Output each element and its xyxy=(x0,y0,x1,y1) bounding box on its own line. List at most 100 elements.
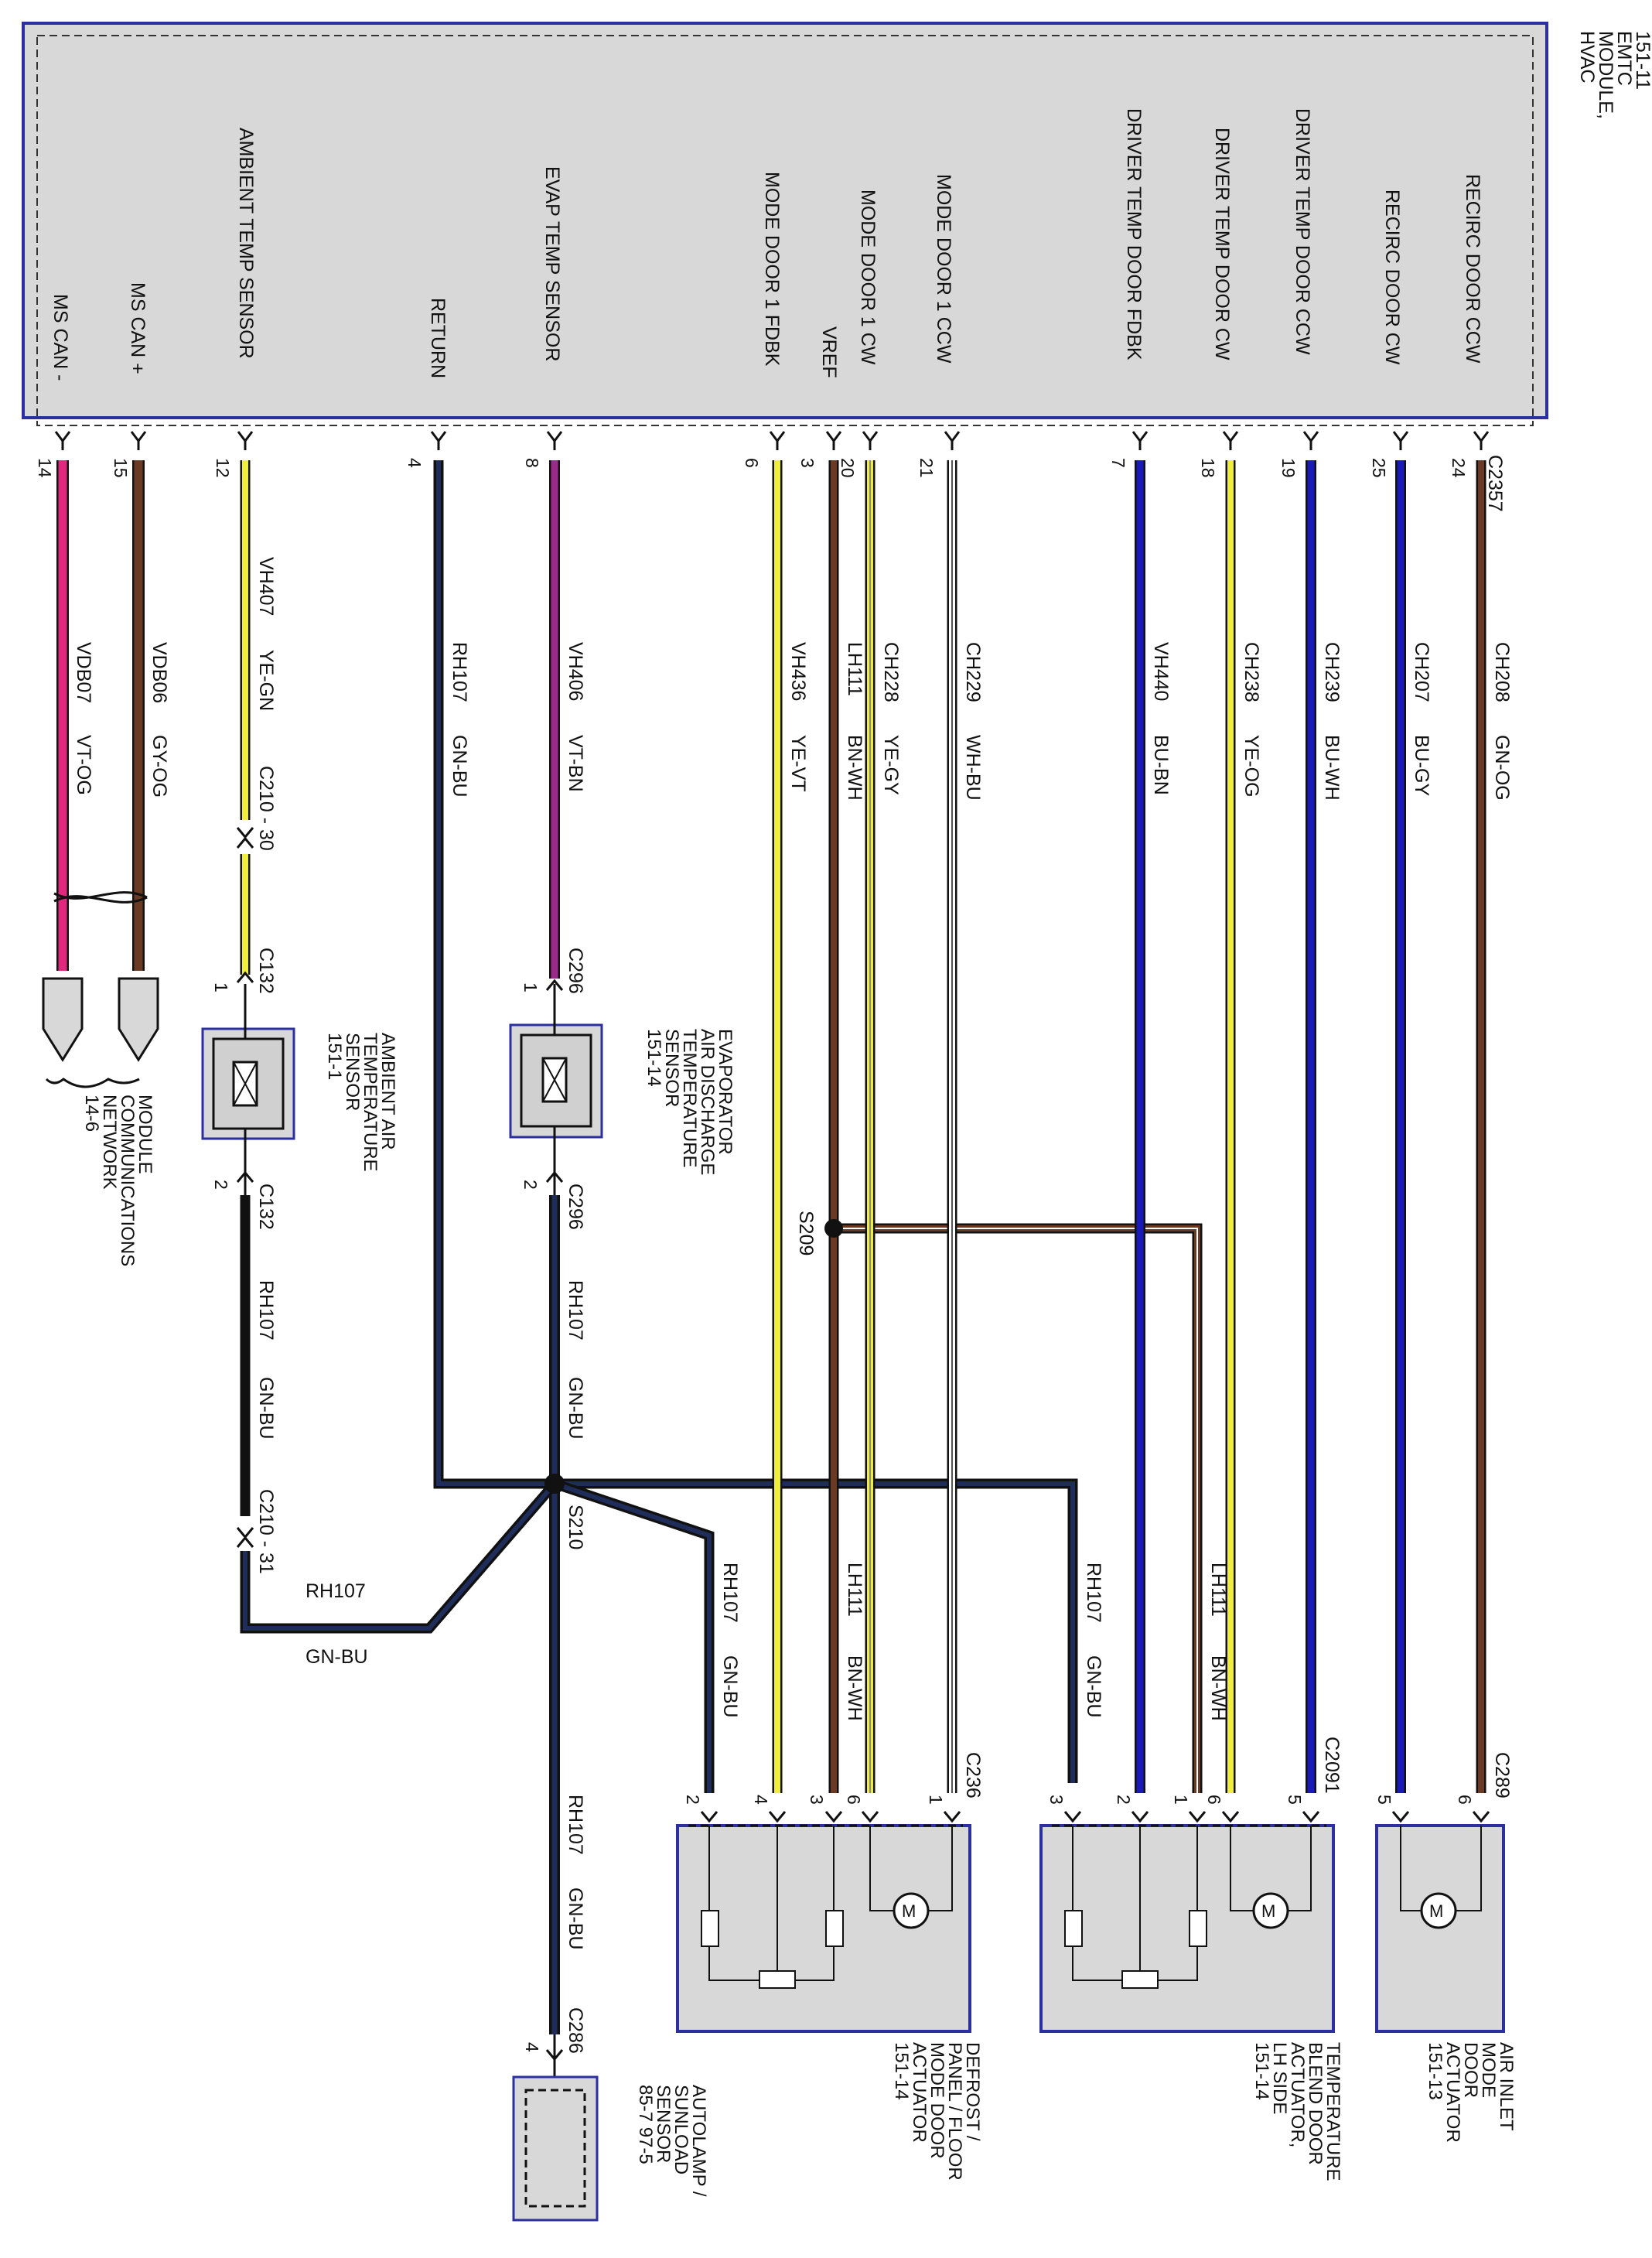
air-label-2: MODE xyxy=(1478,2042,1499,2098)
network-label-1: MODULE xyxy=(135,1095,155,1174)
evap-temp-sensor: EVAPORATOR AIR DISCHARGE TEMPERATURE SEN… xyxy=(509,979,736,1195)
connector-c289: C289 xyxy=(1491,1752,1513,1799)
evap-label-2: AIR DISCHARGE xyxy=(697,1029,718,1175)
circuit-color: GY-OG xyxy=(148,735,170,798)
mode-label-4: ACTUATOR xyxy=(909,2042,930,2143)
circuit-id: CH229 xyxy=(962,642,984,702)
circuit-id: CH208 xyxy=(1491,642,1513,702)
circuit-color: BN-WH xyxy=(844,1655,865,1721)
connector-c132-top: C132 xyxy=(255,948,277,994)
splice-s210-dot xyxy=(544,1474,565,1494)
module-title-3: EMTC xyxy=(1613,31,1635,86)
circuit-id: RH107 xyxy=(565,1795,586,1855)
circuit-id: RH107 xyxy=(449,642,470,702)
pin-number: 7 xyxy=(1108,458,1128,468)
autolamp-label-1: AUTOLAMP / xyxy=(688,2085,709,2197)
circuit-id: RH107 xyxy=(1083,1563,1104,1623)
module-title-4: 151-11 xyxy=(1632,31,1652,90)
pin-label: DRIVER TEMP DOOR CW xyxy=(1211,128,1233,360)
air-label-3: DOOR xyxy=(1460,2042,1481,2098)
pin-label: MS CAN - xyxy=(49,294,71,381)
circuit-color: BU-GY xyxy=(1411,735,1432,797)
wires xyxy=(53,460,1486,2034)
pin-label: MODE DOOR 1 CCW xyxy=(933,174,954,364)
circuit-id: RH107 xyxy=(719,1563,741,1623)
mode-pin-4: 4 xyxy=(751,1795,771,1805)
evap-label-3: TEMPERATURE xyxy=(679,1029,700,1168)
pin-numbers: 14 15 12 4 8 6 3 20 21 7 18 19 25 24 xyxy=(35,458,1469,478)
pin-label: DRIVER TEMP DOOR FDBK xyxy=(1123,108,1145,360)
network-label-3: NETWORK xyxy=(99,1095,120,1190)
splice-s209-dot xyxy=(824,1219,843,1238)
evap-label-5: 151-14 xyxy=(643,1029,664,1087)
circuit-id: CH239 xyxy=(1321,642,1343,702)
circuit-color: GN-BU xyxy=(1083,1655,1104,1718)
autolamp-label-4: 85-7 97-5 xyxy=(635,2085,656,2164)
circuit-id: LH111 xyxy=(844,1563,865,1617)
mode-pin-3: 3 xyxy=(807,1795,827,1805)
circuit-color: YE-VT xyxy=(787,735,809,792)
air-label-5: 151-13 xyxy=(1425,2042,1446,2100)
pin-number: 19 xyxy=(1278,458,1299,478)
module-title-1: HVAC xyxy=(1576,31,1598,84)
circuit-color: BN-WH xyxy=(1207,1655,1229,1721)
connector-c210-31: C210 - 31 xyxy=(255,1489,277,1574)
circuit-id: CH238 xyxy=(1241,642,1262,702)
pin-number: 14 xyxy=(35,458,55,478)
evap-label-1: EVAPORATOR xyxy=(715,1029,736,1155)
mode-label-2: PANEL / FLOOR xyxy=(944,2042,965,2181)
svg-text:M: M xyxy=(1429,1901,1443,1921)
module-connector-label: C2357 xyxy=(1484,455,1506,512)
temp-label-4: LH SIDE xyxy=(1269,2042,1290,2114)
mode-pin-2: 2 xyxy=(683,1795,703,1805)
connector-c2091: C2091 xyxy=(1321,1737,1343,1794)
pin-label: RECIRC DOOR CW xyxy=(1381,190,1403,365)
pin-label: MS CAN + xyxy=(127,282,148,374)
pin-2-ambient: 2 xyxy=(211,1180,231,1190)
temp-blend-actuator: M TEMPERATURE BLEND DOOR ACTUATOR, LH SI… xyxy=(1039,1811,1343,2181)
connector-c296-bottom: C296 xyxy=(565,1184,586,1230)
air-pin-5: 5 xyxy=(1374,1795,1394,1805)
temp-pin-6: 6 xyxy=(1204,1795,1224,1805)
pin-number: 21 xyxy=(916,458,937,478)
pin-label: AMBIENT TEMP SENSOR xyxy=(235,128,257,359)
temp-label-1: TEMPERATURE xyxy=(1323,2042,1343,2181)
circuit-id: RH107 xyxy=(305,1580,366,1602)
circuit-id: CH228 xyxy=(880,642,902,702)
circuit-id: CH207 xyxy=(1411,642,1432,702)
mode-label-1: DEFROST / xyxy=(962,2042,983,2141)
circuit-color: YE-GY xyxy=(880,735,902,795)
pin-function-labels: MS CAN - MS CAN + AMBIENT TEMP SENSOR RE… xyxy=(49,108,1483,381)
pin-number: 18 xyxy=(1198,458,1218,478)
connector-c286: C286 xyxy=(565,2007,586,2054)
ambient-label-1: AMBIENT AIR xyxy=(377,1033,398,1150)
circuit-color: BN-WH xyxy=(844,735,865,801)
circuit-color: VT-OG xyxy=(73,735,94,795)
splice-s209: S209 xyxy=(795,1211,817,1255)
circuit-color: VT-BN xyxy=(565,735,586,792)
circuit-color: GN-BU xyxy=(565,1887,586,1950)
pin-number: 4 xyxy=(404,458,425,468)
circuit-color: GN-BU xyxy=(719,1655,741,1718)
temp-pin-3: 3 xyxy=(1046,1795,1067,1805)
circuit-color: GN-BU xyxy=(449,735,470,798)
mode-door-actuator: M DEFROST / PANEL / FLOOR MODE DOOR ACTU… xyxy=(676,1811,983,2181)
pin-number: 6 xyxy=(742,458,762,468)
module-title-2: MODULE, xyxy=(1595,31,1616,119)
pin-1-ambient: 1 xyxy=(211,982,231,992)
pin-2-evap: 2 xyxy=(521,1180,541,1190)
temp-pin-2: 2 xyxy=(1114,1795,1134,1805)
splice-s210: S210 xyxy=(565,1505,586,1549)
pin-number: 24 xyxy=(1449,458,1469,478)
pin-number: 20 xyxy=(838,458,858,478)
temp-label-2: BLEND DOOR xyxy=(1305,2042,1326,2165)
autolamp-label-3: SENSOR xyxy=(653,2085,674,2163)
circuit-id: VH436 xyxy=(787,642,809,701)
ambient-label-4: 151-1 xyxy=(324,1033,345,1080)
circuit-color: BU-WH xyxy=(1321,735,1343,801)
temp-pin-5: 5 xyxy=(1285,1795,1305,1805)
connector-c210-30: C210 - 30 xyxy=(255,766,277,851)
circuit-id: LH111 xyxy=(844,642,865,696)
circuit-id: LH111 xyxy=(1207,1563,1229,1617)
